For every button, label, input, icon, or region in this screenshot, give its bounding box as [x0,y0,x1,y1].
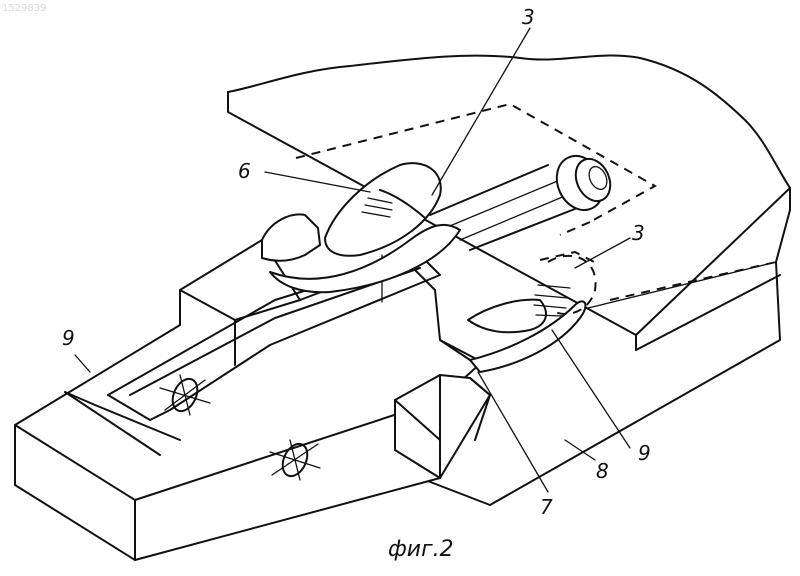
figure-caption: фиг.2 [388,537,454,562]
label-3-right: 3 [632,221,645,245]
screw [430,148,617,250]
label-3-top: 3 [522,5,535,29]
jaw-left [262,163,460,292]
label-8: 8 [596,459,609,483]
archive-stamp: 1529839 [2,3,47,14]
label-6: 6 [238,159,251,183]
jaw-right [440,256,596,372]
label-9-left: 9 [62,326,75,350]
slider-body [15,240,490,560]
label-9-right: 9 [638,441,651,465]
label-7: 7 [540,495,553,519]
